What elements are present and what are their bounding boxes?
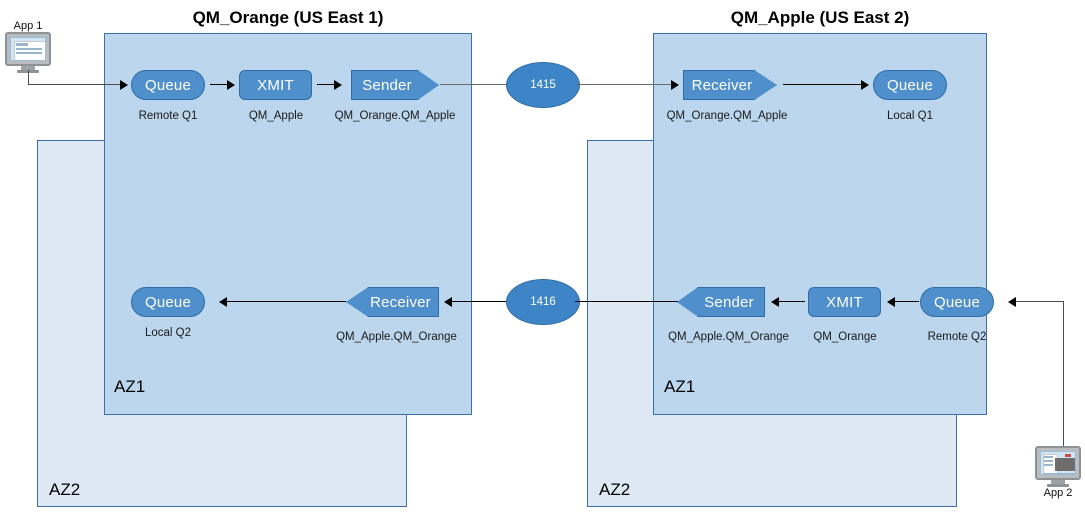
arrowhead-into-queue1 <box>120 80 128 90</box>
monitor-base <box>1047 484 1069 487</box>
monitor-icon <box>5 32 51 66</box>
caption-xmit-qm-apple: QM_Apple <box>248 110 304 122</box>
node-label: Receiver <box>370 293 431 311</box>
connector-app2-vertical <box>1063 301 1065 446</box>
caption-xmit-qm-orange: QM_Orange <box>813 331 877 343</box>
connector-app2-left <box>1016 301 1064 303</box>
port-label: 1415 <box>530 79 556 91</box>
caption-sender-qm-apple-qm-orange: QM_Apple.QM_Orange <box>668 331 789 343</box>
caption-local-q1: Local Q1 <box>886 110 934 122</box>
port-1415[interactable]: 1415 <box>506 62 580 108</box>
connector-app1-right <box>28 84 123 86</box>
zone-right-az2-label: AZ2 <box>599 480 631 499</box>
node-queue-remote-q2[interactable]: Queue <box>920 287 994 317</box>
node-xmit-qm-apple[interactable]: XMIT <box>239 70 312 100</box>
connector-receiver2-to-local-q2 <box>227 301 346 303</box>
caption-receiver-qm-apple-qm-orange: QM_Apple.QM_Orange <box>336 331 457 343</box>
node-queue-remote-q1[interactable]: Queue <box>131 70 205 100</box>
connector-xmit1-to-sender1 <box>317 84 336 86</box>
node-queue-local-q1[interactable]: Queue <box>873 70 947 100</box>
caption-remote-q2: Remote Q2 <box>927 331 987 343</box>
arrowhead-xmit1-to-sender1 <box>334 80 342 90</box>
connector-sender2-to-port1416 <box>575 301 683 303</box>
node-sender-qm-orange-qm-apple[interactable]: Sender <box>351 70 439 100</box>
node-label: Queue <box>933 293 981 311</box>
region-title-left: QM_Orange (US East 1) <box>192 8 384 27</box>
zone-right-az1-label: AZ1 <box>664 377 696 396</box>
connector-port1415-to-receiver1 <box>575 84 674 86</box>
node-xmit-qm-orange[interactable]: XMIT <box>808 287 881 317</box>
app-1: App 1 <box>5 20 51 73</box>
region-title-right: QM_Apple (US East 2) <box>730 8 910 27</box>
arrowhead-xmit2-to-sender2 <box>771 297 779 307</box>
arrowhead-into-local-q2 <box>219 297 227 307</box>
node-label: Queue <box>144 293 192 311</box>
screen-graphic <box>10 37 46 61</box>
arrowhead-q1-to-xmit1 <box>227 80 235 90</box>
connector-xmit2-to-sender2 <box>779 301 805 303</box>
node-label: Queue <box>886 76 934 94</box>
node-label: Receiver <box>691 76 753 94</box>
arrowhead-into-remote-q2 <box>1008 297 1016 307</box>
caption-receiver-qm-orange-qm-apple: QM_Orange.QM_Apple <box>666 110 788 122</box>
node-receiver-qm-apple-qm-orange[interactable]: Receiver <box>346 287 439 317</box>
node-receiver-qm-orange-qm-apple[interactable]: Receiver <box>683 70 777 100</box>
arrowhead-receiver2-inlet <box>444 297 452 307</box>
arrowhead-into-receiver1 <box>671 80 679 90</box>
node-queue-local-q2[interactable]: Queue <box>131 287 205 317</box>
zone-left-az1-label: AZ1 <box>114 377 146 396</box>
monitor-stand <box>21 66 35 70</box>
node-sender-qm-apple-qm-orange[interactable]: Sender <box>677 287 765 317</box>
connector-sender1-to-port1415 <box>440 84 512 86</box>
node-label: XMIT <box>826 293 863 311</box>
monitor-icon <box>1035 446 1081 480</box>
app-2-label: App 2 <box>1043 487 1073 499</box>
arrowhead-q2-to-xmit2 <box>887 297 895 307</box>
port-1416[interactable]: 1416 <box>506 279 580 325</box>
node-label: Sender <box>704 293 754 311</box>
caption-sender-qm-orange-qm-apple: QM_Orange.QM_Apple <box>334 110 456 122</box>
node-label: Sender <box>362 76 412 94</box>
zone-left-az2-label: AZ2 <box>49 480 81 499</box>
caption-local-q2: Local Q2 <box>144 327 192 339</box>
connector-q2-to-xmit2 <box>895 301 919 303</box>
connector-receiver1-to-queue-local-q1 <box>783 84 864 86</box>
app-1-label: App 1 <box>13 20 43 32</box>
screen-graphic <box>1040 451 1076 475</box>
caption-remote-q1: Remote Q1 <box>138 110 198 122</box>
port-label: 1416 <box>530 296 556 308</box>
node-label: Queue <box>144 76 192 94</box>
arrowhead-into-local-q1 <box>861 80 869 90</box>
connector-app1-down <box>28 70 30 85</box>
app-2: App 2 <box>1035 446 1081 499</box>
node-label: XMIT <box>257 76 294 94</box>
connector-port1416-to-receiver2 <box>452 301 517 303</box>
monitor-stand <box>1051 480 1065 484</box>
connector-q1-to-xmit1 <box>210 84 229 86</box>
